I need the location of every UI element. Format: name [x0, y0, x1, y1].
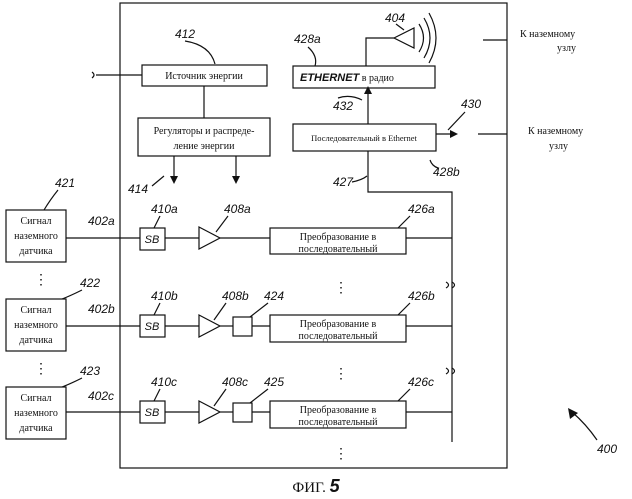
leader-410c [154, 389, 160, 401]
leader-424 [250, 303, 268, 317]
ref-432: 432 [333, 99, 353, 113]
dots-center-1: ⋮ [334, 281, 348, 296]
leader-408b [214, 303, 226, 320]
block-424 [233, 317, 252, 336]
leader-408a [216, 216, 228, 232]
converter-b-line1: Преобразование в [300, 319, 377, 330]
leader-427 [352, 176, 367, 182]
leader-422 [62, 290, 82, 299]
ethernet-rest: в радио [359, 73, 394, 84]
antenna-icon [394, 28, 414, 48]
ref-426c: 426c [408, 375, 434, 389]
regulators-label-line1: Регуляторы и распреде- [154, 126, 255, 137]
ref-427: 427 [333, 175, 354, 189]
dots-center-2: ⋮ [334, 367, 348, 382]
ref-421: 421 [55, 176, 75, 190]
regulators-label-line2: ление энергии [174, 141, 236, 152]
ref-410a: 410a [151, 202, 178, 216]
ref-412: 412 [175, 27, 195, 41]
serial-to-ethernet-label: Последовательный в Ethernet [311, 133, 417, 143]
leader-425 [250, 389, 268, 403]
dots-center-3: ⋮ [334, 447, 348, 462]
ref-426b: 426b [408, 289, 435, 303]
sensor-b-line2: наземного [14, 320, 58, 331]
ref-410c: 410c [151, 375, 177, 389]
ref-425: 425 [264, 375, 284, 389]
to-ground-node-1-line1: К наземному [520, 29, 575, 40]
sensor-b-line3: датчика [19, 335, 53, 346]
antenna-feed-line [366, 38, 394, 66]
regulator-output-arrowhead-1 [170, 176, 178, 184]
ref-402c: 402c [88, 389, 114, 403]
leader-428a [308, 47, 316, 66]
caption-prefix: ФИГ. [292, 480, 325, 496]
ethernet-word: ETHERNET [300, 72, 361, 84]
converter-c-line2: последовательный [299, 417, 379, 428]
leader-426c [398, 389, 410, 401]
ref-402b: 402b [88, 302, 115, 316]
ref-408b: 408b [222, 289, 249, 303]
dots-left-2: ⋮ [34, 362, 48, 377]
leader-408c [214, 389, 226, 406]
serial-output-arrowhead [450, 130, 458, 138]
energy-source-label: Источник энергии [165, 71, 243, 82]
ref-414: 414 [128, 182, 148, 196]
ref-404: 404 [385, 11, 405, 25]
sb-label-b: SB [145, 321, 160, 333]
ref-402a: 402a [88, 214, 115, 228]
sensor-b-line1: Сигнал [21, 305, 52, 316]
leader-414 [152, 176, 164, 186]
figure-caption: ФИГ. 5 [292, 476, 340, 496]
caption-number: 5 [330, 476, 341, 496]
leader-430 [448, 112, 465, 130]
leader-412 [185, 41, 215, 64]
block-425 [233, 403, 252, 422]
amplifier-c [199, 401, 220, 423]
leader-410a [154, 216, 160, 228]
ref-423: 423 [80, 364, 100, 378]
sensor-a-line1: Сигнал [21, 216, 52, 227]
leader-410b [154, 303, 160, 315]
leader-421 [44, 190, 58, 210]
regulator-output-arrowhead-2 [232, 176, 240, 184]
leader-426b [398, 303, 410, 315]
sb-label-a: SB [145, 234, 160, 246]
radio-wave-1 [419, 24, 424, 52]
to-ground-node-2-line1: К наземному [528, 126, 583, 137]
amplifier-b [199, 315, 220, 337]
bus-break-1 [446, 282, 455, 288]
radio-wave-2 [424, 18, 430, 58]
sensor-c-line2: наземного [14, 408, 58, 419]
ref-408a: 408a [224, 202, 251, 216]
converter-a-line1: Преобразование в [300, 232, 377, 243]
leader-400-arrowhead [568, 408, 578, 419]
sb-label-c: SB [145, 407, 160, 419]
power-input-line [92, 72, 142, 78]
sensor-a-line3: датчика [19, 246, 53, 257]
ethernet-radio-label: ETHERNET в радио [300, 72, 394, 84]
ref-400: 400 [597, 442, 617, 456]
converter-a-line2: последовательный [299, 244, 379, 255]
sensor-c-line1: Сигнал [21, 393, 52, 404]
ref-422: 422 [80, 276, 100, 290]
ref-430: 430 [461, 97, 481, 111]
leader-423 [62, 378, 82, 387]
to-ground-node-2-line2: узлу [549, 141, 568, 152]
ref-424: 424 [264, 289, 284, 303]
to-ground-node-1-line2: узлу [557, 43, 576, 54]
ref-426a: 426a [408, 202, 435, 216]
leader-426a [398, 216, 410, 228]
leader-400 [572, 412, 597, 440]
dots-left-1: ⋮ [34, 273, 48, 288]
bus-break-2 [446, 368, 455, 374]
ref-410b: 410b [151, 289, 178, 303]
converter-b-line2: последовательный [299, 331, 379, 342]
sensor-c-line3: датчика [19, 423, 53, 434]
ref-428a: 428a [294, 32, 321, 46]
sensor-a-line2: наземного [14, 231, 58, 242]
converter-c-line1: Преобразование в [300, 405, 377, 416]
ref-408c: 408c [222, 375, 248, 389]
